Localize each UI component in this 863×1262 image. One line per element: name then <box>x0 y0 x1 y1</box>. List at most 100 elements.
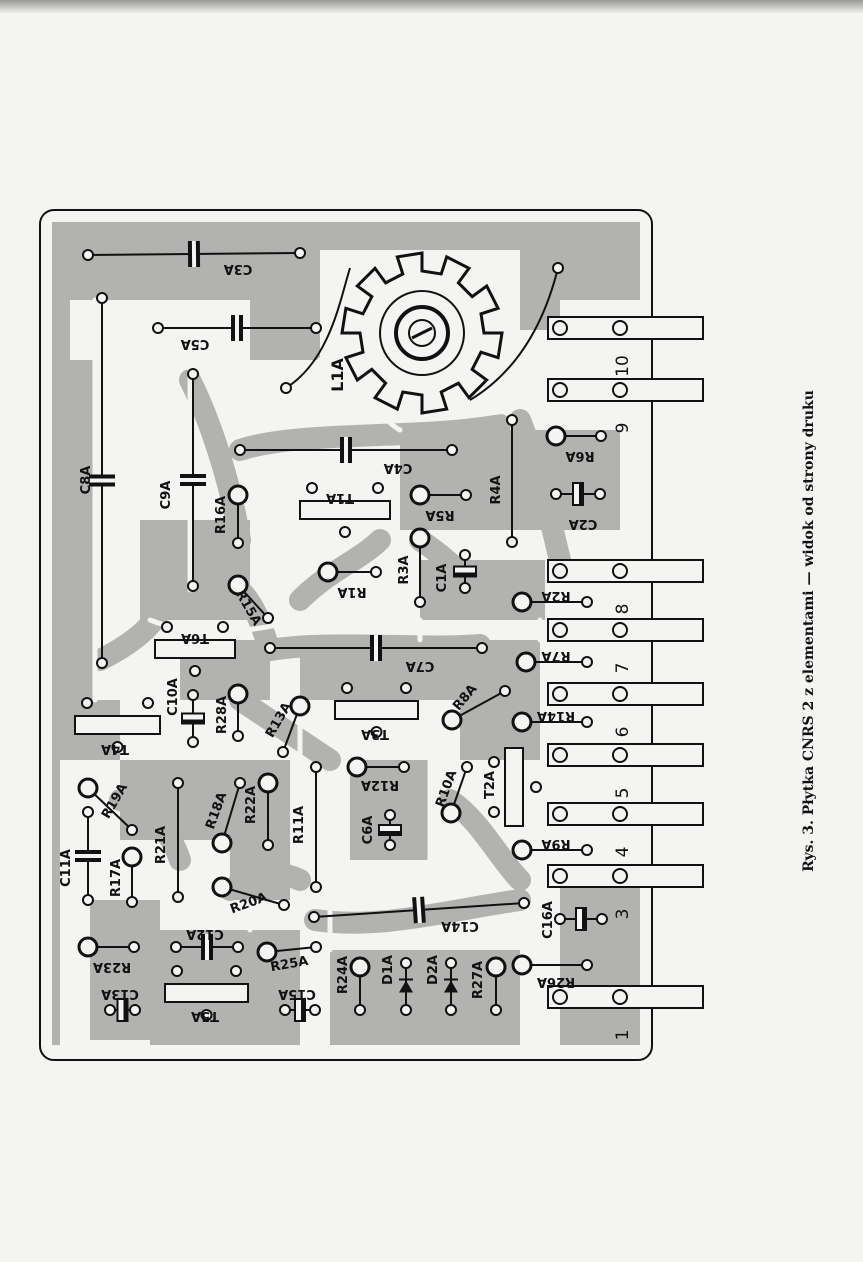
component-c12a: C12A <box>170 926 244 960</box>
tab-pad <box>612 622 628 638</box>
resistor-body <box>440 802 462 824</box>
pad <box>262 612 274 624</box>
tab-pad <box>612 806 628 822</box>
capacitor-symbol <box>370 635 382 661</box>
tab-pad <box>612 563 628 579</box>
component-c11a: C11A <box>59 806 101 906</box>
resistor-body <box>511 711 533 733</box>
component-r11a: R11A <box>292 761 322 893</box>
pad <box>279 1004 291 1016</box>
component-label: C6A <box>361 816 376 845</box>
pad <box>230 965 242 977</box>
pad <box>82 894 94 906</box>
pad <box>264 642 276 654</box>
capacitor-plate <box>412 897 418 924</box>
pad <box>96 657 108 669</box>
component-c8a: C8A <box>79 292 115 669</box>
capacitor-plate <box>187 241 193 268</box>
component-c4a: C4A <box>234 437 458 475</box>
component-label: R7A <box>541 648 570 663</box>
pad <box>372 482 384 494</box>
transistor-body <box>74 715 161 735</box>
pad <box>126 824 138 836</box>
pad <box>488 806 500 818</box>
pad <box>460 489 472 501</box>
pad <box>309 1004 321 1016</box>
component-label: T5A <box>191 1008 219 1023</box>
copper-trace <box>109 789 191 871</box>
tab-pad <box>552 382 568 398</box>
component-c5a: C5A <box>152 315 322 351</box>
component-r12a: R12A <box>346 756 410 792</box>
connector-tab: 6 <box>547 682 704 738</box>
component-t2a: T2A <box>483 747 542 827</box>
resistor-body <box>441 709 463 731</box>
pin-label: 3 <box>613 909 633 920</box>
component-label: C1A <box>435 564 450 593</box>
pin-label: 4 <box>613 847 633 858</box>
connector-tab: 9 <box>547 378 704 434</box>
component-c16a: C16A <box>541 901 608 939</box>
capacitor-symbol <box>187 240 201 268</box>
component-r5a: R5A <box>409 484 472 522</box>
component-label: C2A <box>569 516 598 531</box>
pin-label: 6 <box>613 727 633 738</box>
copper-area <box>330 950 520 1045</box>
component-c14a: C14A <box>308 896 530 933</box>
resistor-body <box>211 832 233 854</box>
pad <box>499 685 511 697</box>
resistor-body <box>227 484 249 506</box>
tab-pad <box>552 747 568 763</box>
pad <box>187 368 199 380</box>
component-label: R9A <box>541 836 570 851</box>
electrolytic-symbol <box>572 482 584 506</box>
electrolytic-symbol <box>116 998 129 1022</box>
diode-symbol <box>444 980 458 993</box>
resistor-body <box>211 876 233 898</box>
component-label: R2A <box>541 588 570 603</box>
connector-tab: 10 <box>547 316 704 377</box>
transistor-body <box>334 700 419 720</box>
pad <box>414 596 426 608</box>
pad <box>459 549 471 561</box>
electrolytic-plate <box>579 483 583 505</box>
capacitor-plate <box>75 858 101 862</box>
resistor-body <box>485 956 507 978</box>
component-label: C14A <box>441 918 479 933</box>
component-label: R5A <box>425 507 454 522</box>
component-label: R22A <box>244 786 259 824</box>
tab-pad <box>552 989 568 1005</box>
component-c7a: C7A <box>264 635 488 673</box>
pad <box>445 1004 457 1016</box>
pad <box>96 292 108 304</box>
resistor-body <box>77 777 99 799</box>
pin-label: 9 <box>613 423 633 434</box>
component-label: C10A <box>166 678 181 716</box>
component-label: R1A <box>337 584 366 599</box>
copper-area <box>120 760 290 900</box>
resistor-body <box>545 425 567 447</box>
coil-lead <box>469 267 559 401</box>
electrolytic-plate <box>123 999 128 1021</box>
transistor-body <box>154 639 236 659</box>
component-r16a: R16A <box>214 484 249 549</box>
pad <box>581 716 593 728</box>
component-label: C12A <box>186 926 224 941</box>
copper-area <box>52 360 95 700</box>
component-label: R3A <box>397 555 412 584</box>
pad <box>310 322 322 334</box>
component-label: C11A <box>59 849 74 887</box>
capacitor-plate <box>180 474 206 478</box>
pad <box>552 262 564 274</box>
copper-area <box>560 870 640 1045</box>
capacitor-plate <box>209 934 213 960</box>
component-label: R24A <box>336 956 351 994</box>
pad <box>400 1004 412 1016</box>
pad <box>308 911 320 923</box>
component-c15a: C15A <box>278 986 321 1022</box>
tab-pad <box>552 686 568 702</box>
component-d1a: D1A <box>381 955 413 1016</box>
diode-symbol <box>399 980 413 993</box>
component-t6a: T6A <box>154 621 236 677</box>
component-r9a: R9A <box>511 836 593 861</box>
